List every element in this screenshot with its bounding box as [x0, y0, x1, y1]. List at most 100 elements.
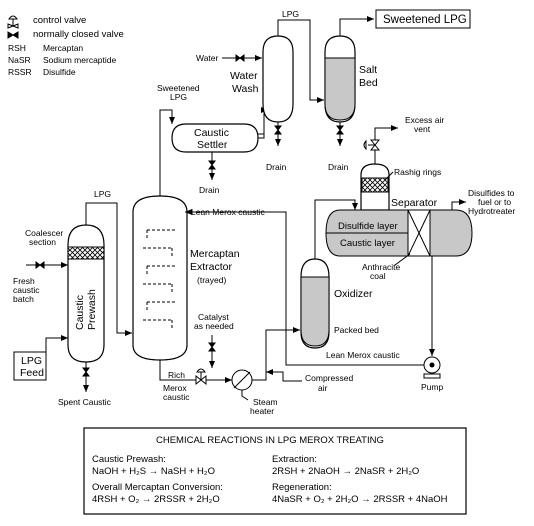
mercaptan-extractor-vessel	[132, 195, 188, 361]
vent-control-valve-icon	[363, 139, 381, 151]
coalescer-label-2: section	[29, 237, 56, 247]
coalescer-section	[67, 246, 105, 260]
legend-rssr-code: RSSR	[8, 67, 32, 77]
compressed-air-label-1: Compressed	[305, 373, 353, 383]
normally-closed-valve-icon	[7, 31, 19, 39]
extractor-label-1: Mercaptan	[190, 248, 240, 260]
catalyst-valve-icon	[208, 342, 216, 352]
oxidizer-vessel	[300, 258, 330, 349]
legend-rsh-desc: Mercaptan	[43, 43, 83, 53]
rashig-label: Rashig rings	[394, 167, 441, 177]
steam-heater-label-1: Steam	[253, 397, 278, 407]
regeneration-equation: 4NaSR + O₂ + 2H₂O → 2RSSR + 4NaOH	[272, 494, 448, 505]
caustic-settler-label-1: Caustic	[194, 127, 229, 139]
salt-bed-label-2: Bed	[359, 77, 378, 89]
water-valve-icon	[235, 54, 245, 62]
spent-caustic-label: Spent Caustic	[58, 397, 112, 407]
disulfides-label-2: fuel or to	[478, 197, 511, 207]
overall-heading: Overall Mercaptan Conversion:	[92, 482, 223, 493]
extraction-equation: 2RSH + 2NaOH → 2NaSR + 2H₂O	[272, 466, 419, 477]
settler-drain-valve-icon	[208, 160, 216, 170]
legend-nasr-code: NaSR	[8, 55, 31, 65]
legend-control-valve: control valve	[33, 15, 86, 26]
lpg-feed-box	[13, 351, 47, 381]
steam-heater-label-2: heater	[250, 406, 274, 416]
rashig-rings	[361, 177, 389, 193]
saltbed-drain-label: Drain	[328, 162, 349, 172]
lean-caustic-label-top: Lean Merox caustic	[191, 207, 265, 217]
water-wash-label-2: Wash	[232, 83, 259, 95]
separator-vessel	[325, 163, 473, 257]
excess-air-label-1: Excess air	[405, 115, 444, 125]
fresh-caustic-valve-icon	[35, 261, 45, 269]
salt-bed-vessel	[324, 35, 356, 123]
prewash-heading: Caustic Prewash:	[92, 454, 166, 465]
sweetened-lpg-label-2: LPG	[170, 92, 187, 102]
coalescer-label-1: Coalescer	[25, 228, 63, 238]
water-label: Water	[196, 53, 219, 63]
settler-drain-label: Drain	[199, 185, 220, 195]
legend-rssr-desc: Disulfide	[43, 67, 76, 77]
regeneration-heading: Regeneration:	[272, 482, 332, 493]
pump-icon	[423, 356, 441, 379]
anthracite-label-2: coal	[370, 271, 386, 281]
caustic-prewash-vessel: Caustic Prewash	[67, 224, 105, 363]
reactions-title: CHEMICAL REACTIONS IN LPG MEROX TREATING	[156, 435, 384, 446]
extractor-to-settler-line	[159, 109, 175, 196]
compressed-air-label-2: air	[318, 383, 328, 393]
salt-bed-label-1: Salt	[359, 64, 377, 76]
waterwash-drain-valve-icon	[274, 125, 282, 135]
separator-label: Separator	[391, 197, 438, 209]
disulfides-label-3: Hydrotreater	[468, 206, 515, 216]
caustic-settler-label-2: Settler	[197, 139, 228, 151]
catalyst-label-1: Catalyst	[198, 312, 229, 322]
lean-caustic-return-line	[185, 209, 424, 366]
lpg-feed-label-2: Feed	[20, 367, 44, 379]
fresh-caustic-label-2: caustic	[13, 285, 40, 295]
saltbed-drain-valve-icon	[336, 125, 344, 135]
oxidizer-packed-bed	[300, 276, 330, 347]
lpg-top-label: LPG	[282, 9, 299, 19]
water-wash-vessel	[262, 35, 294, 123]
extractor-label-3: (trayed)	[197, 275, 226, 285]
sweetened-lpg-label-1: Sweetened	[157, 83, 200, 93]
caustic-settler-vessel	[171, 123, 259, 153]
lpg-feed-line	[45, 335, 68, 360]
rich-label: Rich	[168, 370, 185, 380]
prewash-to-extractor-line	[85, 202, 132, 336]
catalyst-label-2: as needed	[194, 321, 234, 331]
disulfides-line	[451, 199, 466, 210]
caustic-prewash-label-1: Caustic	[74, 295, 86, 330]
oxidizer-label: Oxidizer	[334, 288, 373, 300]
compressed-air-line	[266, 369, 302, 382]
legend: control valve normally closed valve RSH …	[7, 15, 124, 77]
sweetened-lpg-box-label: Sweetened LPG	[383, 14, 467, 26]
excess-air-line	[374, 125, 398, 164]
rich-caustic-line	[159, 360, 232, 383]
prewash-equation: NaOH + H₂S → NaSH + H₂O	[92, 466, 215, 477]
control-valve-icon	[7, 15, 19, 29]
extractor-trays	[143, 229, 177, 330]
sweetened-lpg-out-line	[339, 16, 374, 36]
spent-caustic-valve-icon	[82, 367, 90, 377]
extraction-heading: Extraction:	[272, 454, 317, 465]
merox-caustic-label-2: caustic	[163, 392, 190, 402]
waterwash-drain-label: Drain	[266, 162, 287, 172]
disulfides-label-1: Disulfides to	[468, 188, 515, 198]
lpg-feed-label-1: LPG	[21, 355, 42, 367]
caustic-layer-label: Caustic layer	[340, 238, 395, 249]
pump-label: Pump	[421, 382, 443, 392]
excess-air-label-2: vent	[414, 124, 431, 134]
water-wash-label-1: Water	[230, 70, 258, 82]
rich-control-valve-icon	[195, 368, 207, 386]
oxidizer-to-separator-line	[314, 199, 358, 259]
legend-nasr-desc: Sodium mercaptide	[43, 55, 117, 65]
disulfide-layer-label: Disulfide layer	[338, 221, 398, 232]
overall-equation: 4RSH + O₂ → 2RSSR + 2H₂O	[92, 494, 220, 505]
legend-rsh-code: RSH	[8, 43, 26, 53]
heater-to-oxidizer-line	[252, 327, 300, 381]
packed-bed-label: Packed bed	[334, 325, 379, 335]
anthracite-label-1: Anthracite	[362, 262, 401, 272]
